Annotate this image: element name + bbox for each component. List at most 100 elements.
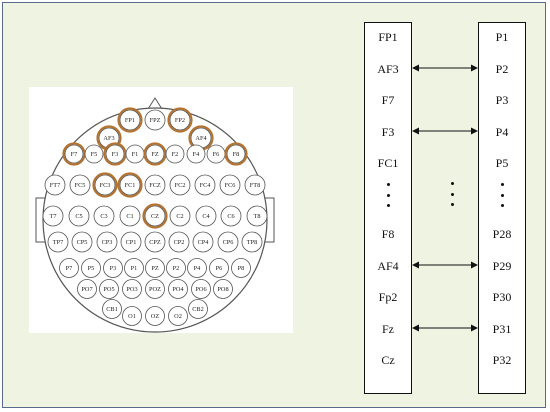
electrode-circle [186, 144, 206, 164]
electrode-cpz: CPZ [144, 231, 166, 253]
electrode-label: FCZ [149, 182, 161, 189]
electrode-circle [168, 306, 188, 326]
electrode-circle [168, 279, 188, 299]
highlight-ring [142, 203, 168, 229]
electrode-circle [188, 299, 208, 319]
highlight-ring [103, 142, 127, 166]
electrode-ft8: FT8 [244, 174, 266, 196]
dot [386, 183, 390, 186]
device-channel-label-p3: P3 [495, 93, 509, 107]
electrode-label: P5 [88, 265, 95, 272]
electrode-label: CP5 [77, 239, 88, 246]
electrode-label: CP2 [174, 239, 185, 246]
electrode-label: P1 [131, 265, 138, 272]
electrode-c3: C3 [93, 205, 115, 227]
eeg-channel-label-af3: AF3 [377, 62, 399, 76]
electrode-label: AF3 [103, 135, 114, 142]
electrode-circle [144, 174, 166, 196]
electrode-label: FC2 [175, 182, 186, 189]
electrode-label: FC6 [225, 182, 236, 189]
electrode-label: PO3 [126, 286, 137, 293]
middle-ellipsis [440, 22, 464, 394]
electrode-label: CB2 [192, 306, 204, 313]
right-ear-icon [265, 197, 275, 243]
electrode-label: CP4 [198, 239, 210, 246]
electrode-cp2: CP2 [168, 231, 190, 253]
electrode-circle [120, 231, 142, 253]
electrode-label: FP1 [125, 117, 135, 124]
electrode-circle [145, 306, 165, 326]
electrode-label: T7 [50, 213, 57, 220]
electrode-label: PO4 [172, 286, 184, 293]
electrode-p3: P3 [103, 258, 123, 278]
electrode-f7: F7 [62, 142, 86, 166]
electrode-circle [192, 231, 214, 253]
electrode-cp6: CP6 [217, 231, 239, 253]
device-channel-ellipsis [479, 183, 525, 207]
electrode-label: F6 [213, 151, 220, 158]
electrode-label: CP6 [223, 239, 234, 246]
eeg-channel-label-fp1: FP1 [378, 30, 398, 44]
electrode-label: P7 [66, 265, 73, 272]
electrode-circle [84, 144, 104, 164]
electrode-tp7: TP7 [47, 231, 69, 253]
electrode-cb2: CB2 [188, 299, 208, 319]
mapping-ellipsis [440, 182, 464, 206]
electrode-label: P8 [238, 265, 245, 272]
electrode-circle [119, 109, 141, 131]
electrode-f8: F8 [224, 142, 248, 166]
electrode-label: CB1 [106, 306, 118, 313]
electrode-f5: F5 [84, 144, 104, 164]
dot [500, 204, 504, 207]
device-channel-label-p28: P28 [492, 227, 512, 241]
electrode-p4: P4 [187, 258, 207, 278]
electrode-fcz: FCZ [144, 174, 166, 196]
electrode-af4: AF4 [188, 125, 214, 151]
electrode-f4: F4 [186, 144, 206, 164]
electrode-label: FC1 [125, 182, 136, 189]
electrode-label: P6 [216, 265, 223, 272]
electrode-circle [122, 279, 142, 299]
electrode-t7: T7 [42, 205, 64, 227]
electrode-circle [124, 258, 144, 278]
device-channel-label-p2: P2 [495, 62, 509, 76]
electrode-po6: PO6 [191, 279, 211, 299]
electrode-label: C1 [126, 213, 133, 220]
electrode-circle [226, 144, 246, 164]
electrode-circle [169, 109, 191, 131]
electrode-circle [93, 205, 115, 227]
dot [450, 192, 454, 196]
electrode-poz: POZ [145, 279, 165, 299]
dot [386, 193, 390, 197]
electrode-circle [103, 258, 123, 278]
device-channel-label-p32: P32 [492, 353, 512, 367]
electrode-label: PO5 [103, 286, 114, 293]
electrode-o2: O2 [168, 306, 188, 326]
electrode-label: C5 [75, 213, 82, 220]
electrode-cp1: CP1 [120, 231, 142, 253]
electrode-c2: C2 [169, 205, 191, 227]
electrode-circle [165, 144, 185, 164]
electrode-label: FT8 [250, 182, 261, 189]
electrode-circle [241, 231, 263, 253]
electrode-circle [99, 279, 119, 299]
electrode-po4: PO4 [168, 279, 188, 299]
nose-icon [147, 97, 163, 110]
electrode-circle [169, 205, 191, 227]
eeg-channel-label-af4: AF4 [377, 259, 399, 273]
electrode-circle [71, 231, 93, 253]
electrode-circle [187, 258, 207, 278]
electrode-circle [119, 174, 141, 196]
electrode-circle [105, 144, 125, 164]
device-channel-label-p5: P5 [495, 156, 509, 170]
dot [450, 182, 454, 185]
electrode-label: POZ [149, 286, 161, 293]
electrode-circle [102, 299, 122, 319]
electrode-circle [96, 231, 118, 253]
electrode-fc4: FC4 [194, 174, 216, 196]
electrode-circle [191, 279, 211, 299]
electrode-label: PO6 [195, 286, 206, 293]
device-channel-label-p30: P30 [492, 290, 512, 304]
